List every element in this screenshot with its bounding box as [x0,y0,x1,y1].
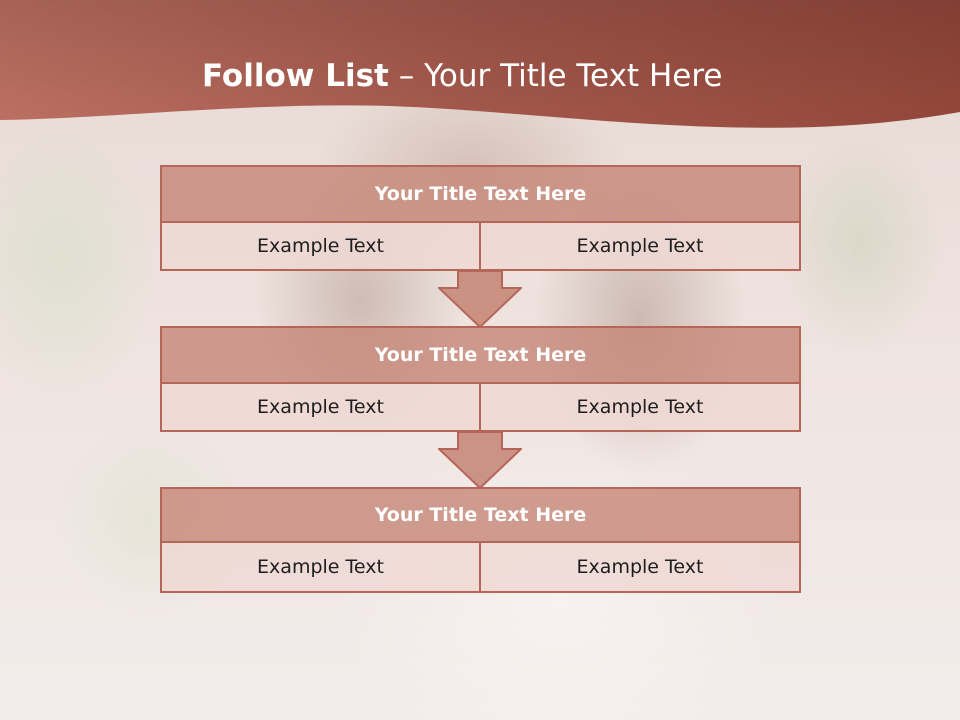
slide-title-bold: Follow List [202,58,389,94]
block-cell-left: Example Text [160,541,481,593]
block-cell-right: Example Text [479,541,801,593]
block-cell-right: Example Text [479,221,801,271]
block-title: Your Title Text Here [160,487,801,543]
block-cell-left: Example Text [160,382,481,432]
flow-block-3: Your Title Text Here Example Text Exampl… [160,487,801,593]
block-cell-right: Example Text [479,382,801,432]
block-title: Your Title Text Here [160,326,801,384]
slide-title-rest: – Your Title Text Here [388,58,723,94]
down-arrow-icon [438,431,522,489]
header-banner [0,0,960,128]
flow-block-1: Your Title Text Here Example Text Exampl… [160,165,801,271]
block-title: Your Title Text Here [160,165,801,223]
slide-title: Follow List – Your Title Text Here [202,56,722,96]
down-arrow-icon [438,270,522,328]
block-cell-left: Example Text [160,221,481,271]
flow-block-2: Your Title Text Here Example Text Exampl… [160,326,801,432]
